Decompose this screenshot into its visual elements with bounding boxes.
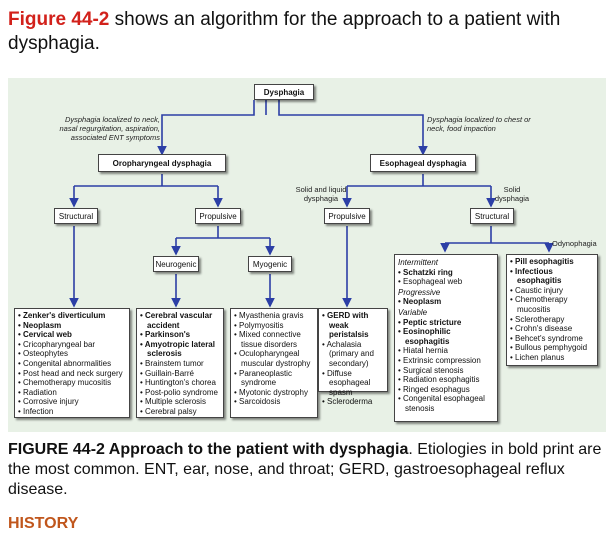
etiology-item: Neoplasm bbox=[398, 297, 494, 307]
eso-structural-etiologies: IntermittentSchatzki ringEsophageal webP… bbox=[394, 254, 498, 422]
etiology-item: Neoplasm bbox=[18, 321, 126, 331]
etiology-item: Behcet's syndrome bbox=[510, 334, 594, 344]
etiology-item: Oculopharyngeal muscular dystrophy bbox=[234, 349, 314, 368]
figure-reference: Figure 44-2 bbox=[8, 9, 110, 30]
esophageal-criteria-label: Dysphagia localized to chest or neck, fo… bbox=[427, 115, 531, 133]
etiology-item: Osteophytes bbox=[18, 349, 126, 359]
etiology-item: Amyotropic lateral sclerosis bbox=[140, 340, 220, 359]
etiology-item: Mixed connective tissue disorders bbox=[234, 330, 314, 349]
etiology-item: Congenital abnormalities bbox=[18, 359, 126, 369]
etiology-item: Myasthenia gravis bbox=[234, 311, 314, 321]
eso-propulsive-etiologies: GERD with weak peristalsisAchalasia (pri… bbox=[318, 308, 388, 406]
intro-body: shows an algorithm for the approach to a… bbox=[8, 9, 561, 54]
etiology-item: GERD with weak peristalsis bbox=[322, 311, 384, 340]
etiology-item: Chemotherapy mucositis bbox=[510, 295, 594, 314]
etiology-item: Peptic stricture bbox=[398, 318, 494, 328]
history-heading: HISTORY bbox=[8, 515, 79, 532]
etiology-item: Huntington's chorea bbox=[140, 378, 220, 388]
etiology-item: Chemotherapy mucositis bbox=[18, 378, 126, 388]
dysphagia-node: Dysphagia bbox=[254, 84, 314, 100]
etiology-item: Surgical stenosis bbox=[398, 366, 494, 376]
etiology-item: Cerebral palsy bbox=[140, 407, 220, 417]
solid-label: Solid dysphagia bbox=[494, 185, 530, 203]
oropharyngeal-criteria-label: Dysphagia localized to neck, nasal regur… bbox=[59, 115, 160, 142]
myogenic-etiologies: Myasthenia gravisPolymyositisMixed conne… bbox=[230, 308, 318, 418]
flowchart-connectors bbox=[69, 100, 554, 308]
etiology-item: Achalasia (primary and secondary) bbox=[322, 340, 384, 369]
etiology-item: Lichen planus bbox=[510, 353, 594, 363]
etiology-item: Brainstem tumor bbox=[140, 359, 220, 369]
eso-propulsive-node: Propulsive bbox=[324, 208, 370, 224]
etiology-item: Extrinsic compression bbox=[398, 356, 494, 366]
etiology-item: Eosinophilic esophagitis bbox=[398, 327, 494, 346]
etiology-item: Radiation bbox=[18, 388, 126, 398]
etiology-item: Paraneoplastic syndrome bbox=[234, 369, 314, 388]
etiology-item: Zenker's diverticulum bbox=[18, 311, 126, 321]
flowchart-panel: Dysphagia Dysphagia localized to neck, n… bbox=[8, 78, 606, 432]
esophageal-dysphagia-node: Esophageal dysphagia bbox=[370, 154, 476, 172]
eso-structural-node: Structural bbox=[470, 208, 514, 224]
etiology-item: Parkinson's bbox=[140, 330, 220, 340]
caption-title: FIGURE 44-2 Approach to the patient with… bbox=[8, 441, 409, 458]
etiology-item: Schatzki ring bbox=[398, 268, 494, 278]
neurogenic-etiologies: Cerebral vascular accidentParkinson'sAmy… bbox=[136, 308, 224, 418]
etiology-item: Scleroderma bbox=[322, 397, 384, 407]
caption-text: . Etiologies in bold print are the most … bbox=[8, 441, 602, 498]
etiology-item: Infectious esophagitis bbox=[510, 267, 594, 286]
etiology-item: Congenital esophageal stenosis bbox=[398, 394, 494, 413]
solid-liquid-label: Solid and liquid dysphagia bbox=[295, 185, 347, 203]
etiology-item: Ringed esophagus bbox=[398, 385, 494, 395]
root-right-connector bbox=[278, 100, 428, 156]
oro-propulsive-node: Propulsive bbox=[195, 208, 241, 224]
etiology-item: Post head and neck surgery bbox=[18, 369, 126, 379]
etiology-item: Cervical web bbox=[18, 330, 126, 340]
etiology-item: Diffuse esophageal spasm bbox=[322, 369, 384, 398]
myogenic-node: Myogenic bbox=[248, 256, 292, 272]
figure-caption: FIGURE 44-2 Approach to the patient with… bbox=[8, 440, 608, 500]
etiology-item: Bullous pemphygoid bbox=[510, 343, 594, 353]
etiology-item: Cricopharyngeal bar bbox=[18, 340, 126, 350]
section-heading: Variable bbox=[398, 307, 428, 317]
etiology-item: Myotonic dystrophy bbox=[234, 388, 314, 398]
etiology-item: Cerebral vascular accident bbox=[140, 311, 220, 330]
oro-structural-etiologies: Zenker's diverticulumNeoplasmCervical we… bbox=[14, 308, 130, 418]
etiology-item: Hiatal hernia bbox=[398, 346, 494, 356]
odynophagia-label: Odynophagia bbox=[552, 239, 597, 248]
root-left-connector bbox=[157, 100, 255, 156]
etiology-item: Radiation esophagitis bbox=[398, 375, 494, 385]
etiology-item: Multiple sclerosis bbox=[140, 397, 220, 407]
etiology-item: Infection bbox=[18, 407, 126, 417]
section-heading: Progressive bbox=[398, 287, 441, 297]
etiology-item: Pill esophagitis bbox=[510, 257, 594, 267]
etiology-item: Sarcoidosis bbox=[234, 397, 314, 407]
etiology-item: Esophageal web bbox=[398, 277, 494, 287]
etiology-item: Guillain-Barré bbox=[140, 369, 220, 379]
oro-structural-node: Structural bbox=[54, 208, 98, 224]
odynophagia-etiologies: Pill esophagitisInfectious esophagitisCa… bbox=[506, 254, 598, 366]
etiology-item: Polymyositis bbox=[234, 321, 314, 331]
etiology-item: Crohn's disease bbox=[510, 324, 594, 334]
etiology-item: Post-polio syndrome bbox=[140, 388, 220, 398]
section-heading: Intermittent bbox=[398, 258, 439, 267]
intro-text: Figure 44-2 shows an algorithm for the a… bbox=[8, 8, 608, 56]
neurogenic-node: Neurogenic bbox=[153, 256, 199, 272]
etiology-item: Caustic injury bbox=[510, 286, 594, 296]
oropharyngeal-dysphagia-node: Oropharyngeal dysphagia bbox=[98, 154, 226, 172]
etiology-item: Corrosive injury bbox=[18, 397, 126, 407]
etiology-item: Sclerotherapy bbox=[510, 315, 594, 325]
